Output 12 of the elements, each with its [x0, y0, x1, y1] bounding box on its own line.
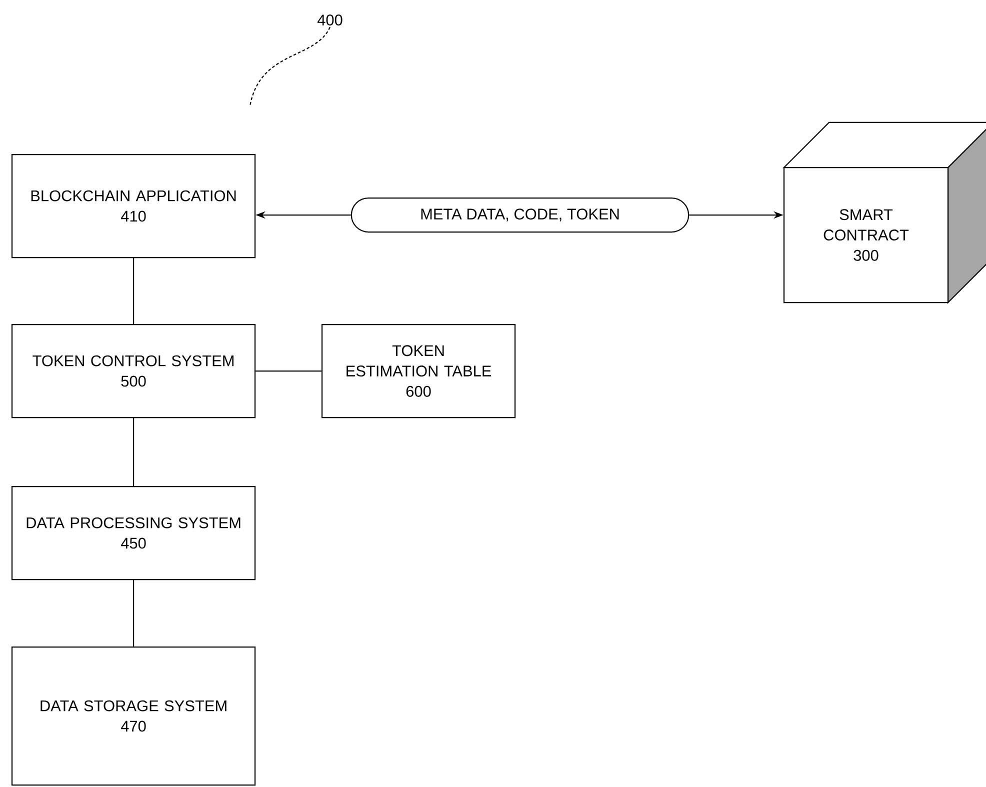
leader-line	[249, 26, 330, 106]
connector-line	[256, 370, 322, 372]
process-box: DATA PROCESSING SYSTEM 450	[11, 486, 256, 580]
process-box: TOKEN CONTROL SYSTEM 500	[11, 324, 256, 418]
connector-line	[132, 580, 134, 646]
data-label-box: META DATA, CODE, TOKEN	[350, 197, 690, 233]
process-box: BLOCKCHAIN APPLICATION 410	[11, 154, 256, 258]
connector-line	[132, 258, 134, 324]
process-box: TOKEN ESTIMATION TABLE 600	[321, 324, 516, 418]
connector-line	[132, 418, 134, 486]
process-box: DATA STORAGE SYSTEM 470	[11, 646, 256, 786]
reference-numeral: 400	[317, 14, 342, 26]
